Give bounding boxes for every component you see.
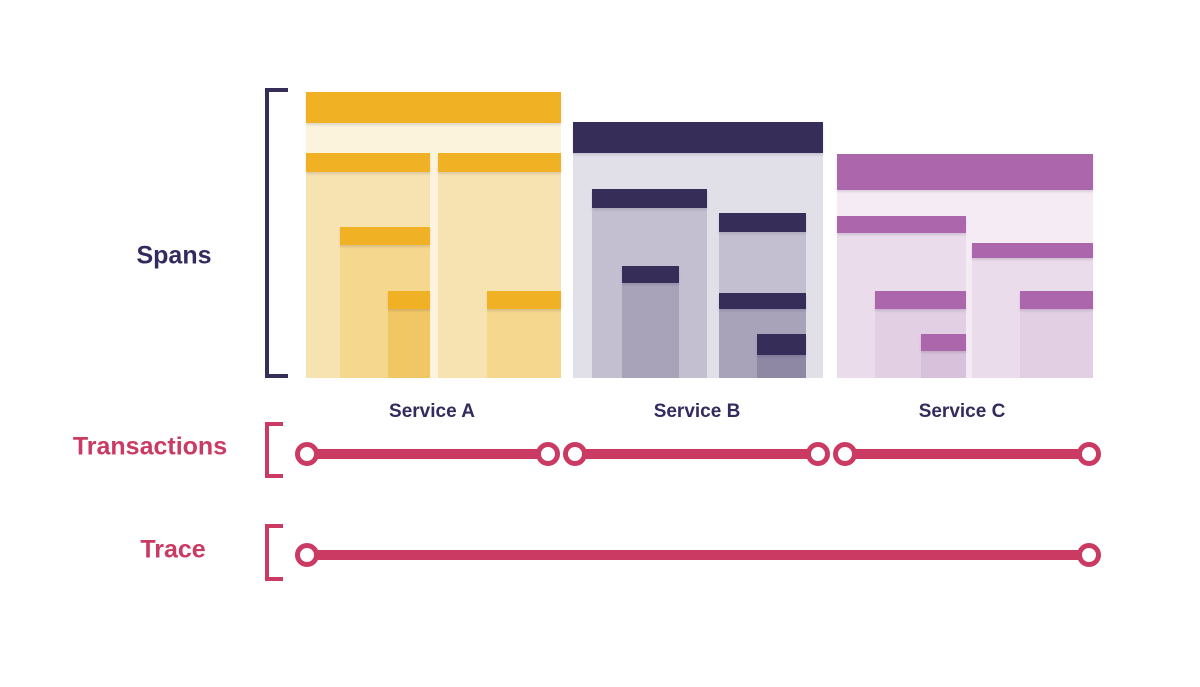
transactions-row-label: Transactions: [72, 432, 228, 461]
timeline-endpoint: [833, 442, 857, 466]
span-body: [487, 309, 561, 378]
span-bar: [622, 266, 679, 283]
timeline-line: [575, 449, 818, 459]
span-body: [388, 309, 430, 378]
span-bar: [757, 334, 806, 355]
timeline-endpoint: [1077, 442, 1101, 466]
transactions-bracket: [265, 422, 283, 478]
trace-row-label: Trace: [140, 535, 206, 564]
span-bar: [719, 213, 806, 232]
span-bar: [1020, 291, 1093, 309]
service-c-label: Service C: [918, 401, 1006, 422]
timeline-endpoint: [295, 442, 319, 466]
span-bar: [875, 291, 966, 309]
span-bar: [837, 216, 966, 233]
span-bar: [306, 153, 430, 172]
service-a-label: Service A: [389, 401, 475, 422]
timeline-line: [845, 449, 1089, 459]
span-bar: [921, 334, 966, 351]
span-body: [622, 283, 679, 378]
span-body: [921, 351, 966, 378]
timeline-endpoint: [806, 442, 830, 466]
span-bar: [592, 189, 707, 208]
timeline-endpoint: [1077, 543, 1101, 567]
span-bar: [438, 153, 561, 172]
timeline-endpoint: [295, 543, 319, 567]
span-body: [1020, 309, 1093, 378]
span-bar: [972, 243, 1093, 258]
timeline-endpoint: [563, 442, 587, 466]
span-bar: [719, 293, 806, 309]
timeline-line: [307, 550, 1089, 560]
span-bar: [487, 291, 561, 309]
span-body: [757, 355, 806, 378]
span-bar: [837, 154, 1093, 190]
span-bar: [388, 291, 430, 309]
service-b-label: Service B: [653, 401, 741, 422]
span-bar: [340, 227, 430, 245]
timeline-line: [307, 449, 548, 459]
timeline-endpoint: [536, 442, 560, 466]
trace-bracket: [265, 524, 283, 581]
spans-bracket: [265, 88, 288, 378]
spans-row-label: Spans: [136, 241, 212, 270]
span-bar: [306, 92, 561, 123]
span-bar: [573, 122, 823, 153]
